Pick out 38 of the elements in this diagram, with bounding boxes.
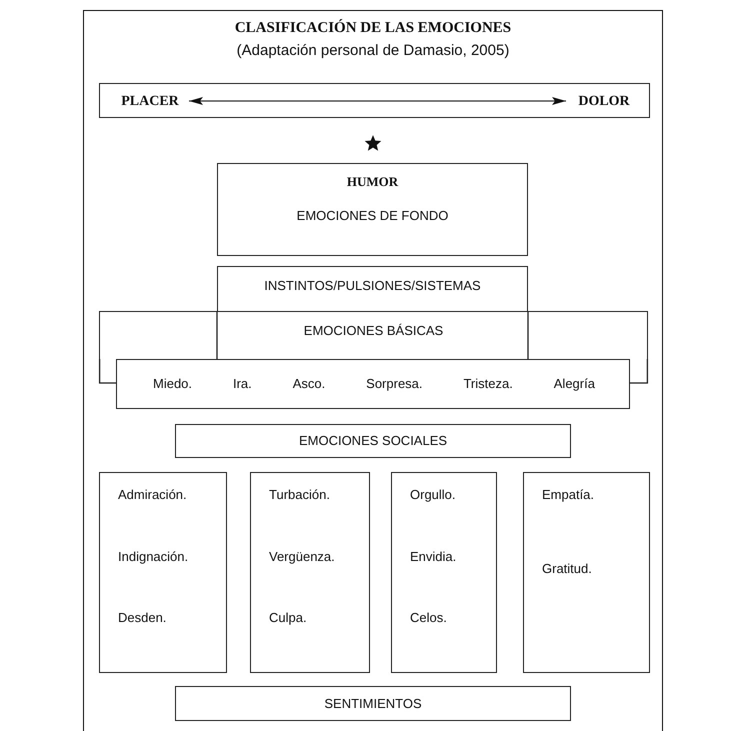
emotion-term: Orgullo. — [410, 487, 456, 504]
category-box — [175, 686, 571, 721]
emotion-term: Gratitud. — [542, 561, 592, 578]
emotion-column — [391, 472, 497, 673]
emotion-term: Vergüenza. — [269, 548, 335, 566]
emotion-term: Alegría — [554, 376, 595, 392]
emotion-term: Turbación. — [269, 487, 330, 504]
emotion-term: Empatía. — [542, 487, 594, 504]
emotion-term: Asco. — [292, 376, 326, 392]
emotion-term: Indignación. — [118, 548, 188, 566]
emotion-column — [523, 472, 650, 673]
category-box — [175, 424, 571, 458]
emotion-list-box — [116, 359, 630, 409]
double-arrow — [188, 97, 566, 105]
emotion-term: Tristeza. — [463, 376, 513, 392]
emotion-term: Desden. — [118, 610, 166, 628]
scale-label: PLACER — [114, 93, 186, 111]
category-label: EMOCIONES SOCIALES — [298, 433, 448, 449]
category-label: INSTINTOS/PULSIONES/SISTEMAS — [264, 278, 481, 294]
category-heading: HUMOR — [346, 174, 398, 190]
diagram-title: CLASIFICACIÓN DE LAS EMOCIONES — [234, 20, 512, 37]
emotion-term: Miedo. — [153, 376, 192, 392]
category-box — [217, 163, 528, 256]
subtitle: (Adaptación personal de Damasio, 2005) — [236, 42, 510, 59]
emotion-term: Envidia. — [410, 548, 456, 566]
category-label: SENTIMIENTOS — [324, 696, 422, 712]
emotion-term: Admiración. — [118, 487, 187, 504]
emotion-column — [250, 472, 370, 673]
emotion-term: Ira. — [232, 376, 252, 392]
emotion-term: Celos. — [410, 610, 447, 628]
category-label: EMOCIONES BÁSICAS — [304, 323, 444, 339]
scale-label: DOLOR — [571, 93, 637, 111]
category-label: EMOCIONES DE FONDO — [296, 208, 448, 224]
emotion-column — [99, 472, 227, 673]
category-box — [217, 266, 528, 311]
scale-band — [99, 83, 650, 118]
emotion-term: Sorpresa. — [366, 376, 423, 392]
emotion-term: Culpa. — [269, 610, 307, 628]
